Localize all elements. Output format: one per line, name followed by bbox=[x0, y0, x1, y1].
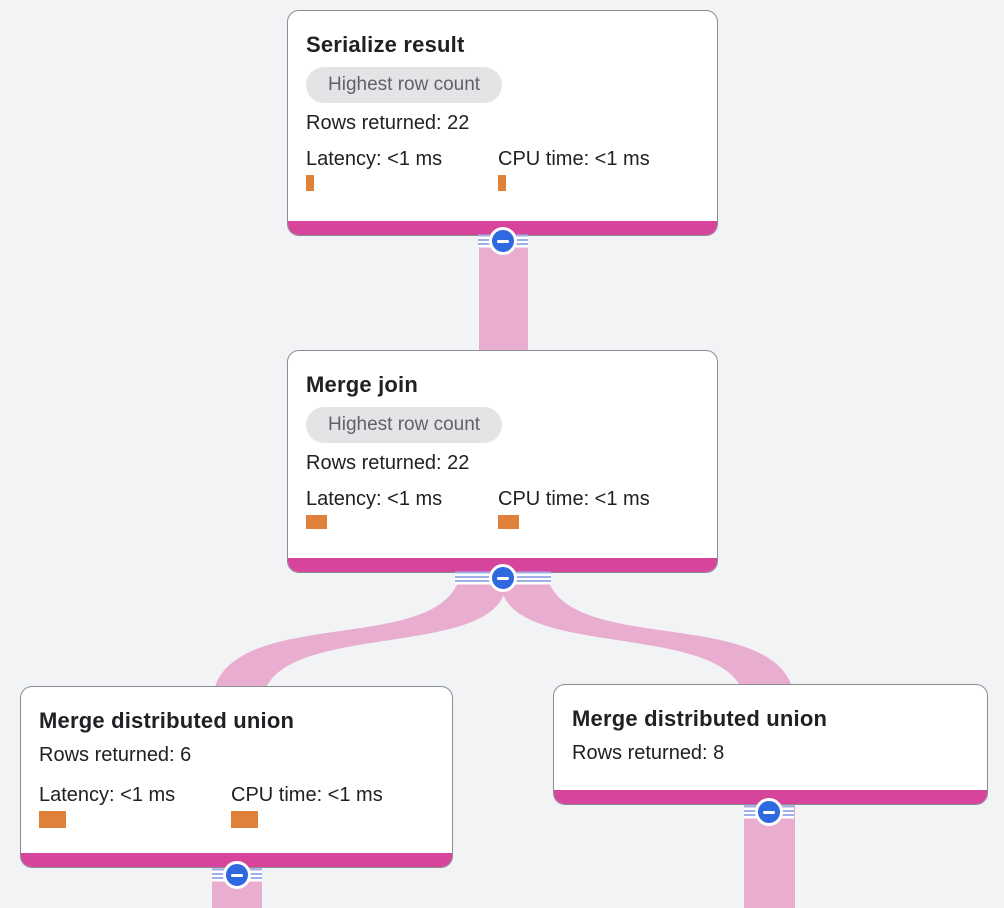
highest-row-count-badge: Highest row count bbox=[306, 407, 503, 443]
collapse-circle bbox=[489, 564, 517, 592]
latency-metric: Latency: <1 ms bbox=[306, 147, 498, 191]
cpu-time-label: CPU time: <1 ms bbox=[498, 148, 650, 170]
rows-returned-text: Rows returned: 22 bbox=[306, 112, 470, 134]
cpu-time-bar bbox=[498, 515, 519, 529]
rows-returned-text: Rows returned: 22 bbox=[306, 452, 470, 474]
latency-label: Latency: <1 ms bbox=[306, 488, 443, 510]
collapse-circle bbox=[223, 861, 251, 889]
latency-bar bbox=[306, 515, 327, 529]
metrics-row: Latency: <1 ms CPU time: <1 ms bbox=[306, 487, 699, 529]
minus-icon bbox=[497, 576, 509, 580]
badge-label: Highest row count bbox=[328, 414, 481, 435]
plan-node-merge-join[interactable]: Merge join Highest row count Rows return… bbox=[287, 350, 718, 573]
metrics-row: Latency: <1 ms CPU time: <1 ms bbox=[306, 147, 699, 191]
highest-row-count-badge: Highest row count bbox=[306, 67, 503, 103]
minus-icon bbox=[231, 873, 243, 877]
edge-merge-join-to-right-union bbox=[502, 576, 795, 706]
badge-label: Highest row count bbox=[328, 74, 481, 95]
rows-returned-text: Rows returned: 6 bbox=[39, 744, 192, 766]
collapse-circle bbox=[755, 798, 783, 826]
collapse-button-serialize-result[interactable] bbox=[478, 227, 528, 255]
cpu-time-metric: CPU time: <1 ms bbox=[231, 783, 423, 828]
latency-label: Latency: <1 ms bbox=[306, 148, 443, 170]
latency-metric: Latency: <1 ms bbox=[39, 783, 231, 828]
cpu-time-bar bbox=[231, 811, 258, 828]
minus-icon bbox=[497, 239, 509, 243]
collapse-circle bbox=[489, 227, 517, 255]
cpu-time-label: CPU time: <1 ms bbox=[231, 784, 383, 806]
collapse-button-right-union[interactable] bbox=[744, 798, 794, 826]
collapse-button-merge-join[interactable] bbox=[455, 564, 551, 592]
cpu-time-metric: CPU time: <1 ms bbox=[498, 147, 690, 191]
collapse-button-left-union[interactable] bbox=[212, 861, 262, 889]
cpu-time-metric: CPU time: <1 ms bbox=[498, 487, 690, 529]
plan-node-serialize-result[interactable]: Serialize result Highest row count Rows … bbox=[287, 10, 718, 236]
latency-label: Latency: <1 ms bbox=[39, 784, 176, 806]
minus-icon bbox=[763, 810, 775, 814]
metrics-row: Latency: <1 ms CPU time: <1 ms bbox=[39, 783, 434, 828]
node-title: Merge distributed union bbox=[39, 708, 295, 733]
edge-merge-join-to-left-union bbox=[212, 576, 505, 706]
cpu-time-bar bbox=[498, 175, 506, 191]
plan-node-merge-distributed-union-left[interactable]: Merge distributed union Rows returned: 6… bbox=[20, 686, 453, 868]
node-title: Serialize result bbox=[306, 32, 465, 57]
node-accent-bar bbox=[554, 790, 987, 804]
latency-bar bbox=[39, 811, 66, 828]
cpu-time-label: CPU time: <1 ms bbox=[498, 488, 650, 510]
latency-bar bbox=[306, 175, 314, 191]
rows-returned-text: Rows returned: 8 bbox=[572, 742, 725, 764]
node-title: Merge join bbox=[306, 372, 419, 397]
plan-node-merge-distributed-union-right[interactable]: Merge distributed union Rows returned: 8 bbox=[553, 684, 988, 805]
node-accent-bar bbox=[21, 853, 452, 867]
node-title: Merge distributed union bbox=[572, 706, 828, 731]
latency-metric: Latency: <1 ms bbox=[306, 487, 498, 529]
